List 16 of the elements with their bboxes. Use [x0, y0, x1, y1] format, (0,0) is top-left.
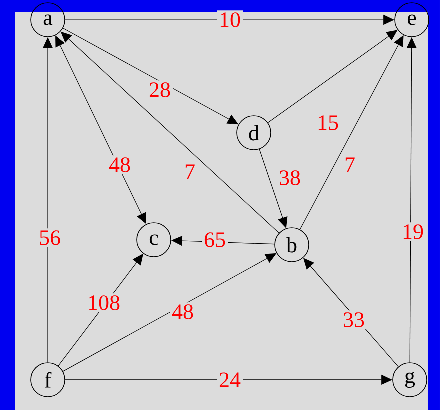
- edge-label: 48: [170, 302, 196, 322]
- edge-label: 56: [37, 228, 63, 248]
- edge-label: 33: [341, 310, 367, 330]
- edge-label: 10: [217, 10, 243, 30]
- arrow: [268, 30, 398, 124]
- edge-label: 15: [315, 114, 341, 132]
- arrow: [259, 149, 288, 228]
- edge-label: 7: [342, 156, 358, 174]
- edge-label: 24: [217, 370, 243, 390]
- edge-label: 7: [182, 162, 198, 182]
- edge-label: 48: [107, 156, 133, 174]
- edge-label: 19: [400, 222, 426, 242]
- edge-label: 108: [86, 294, 122, 312]
- edge-label: 65: [202, 230, 228, 250]
- edge-label: 38: [277, 168, 303, 188]
- edge-label: 28: [147, 80, 173, 100]
